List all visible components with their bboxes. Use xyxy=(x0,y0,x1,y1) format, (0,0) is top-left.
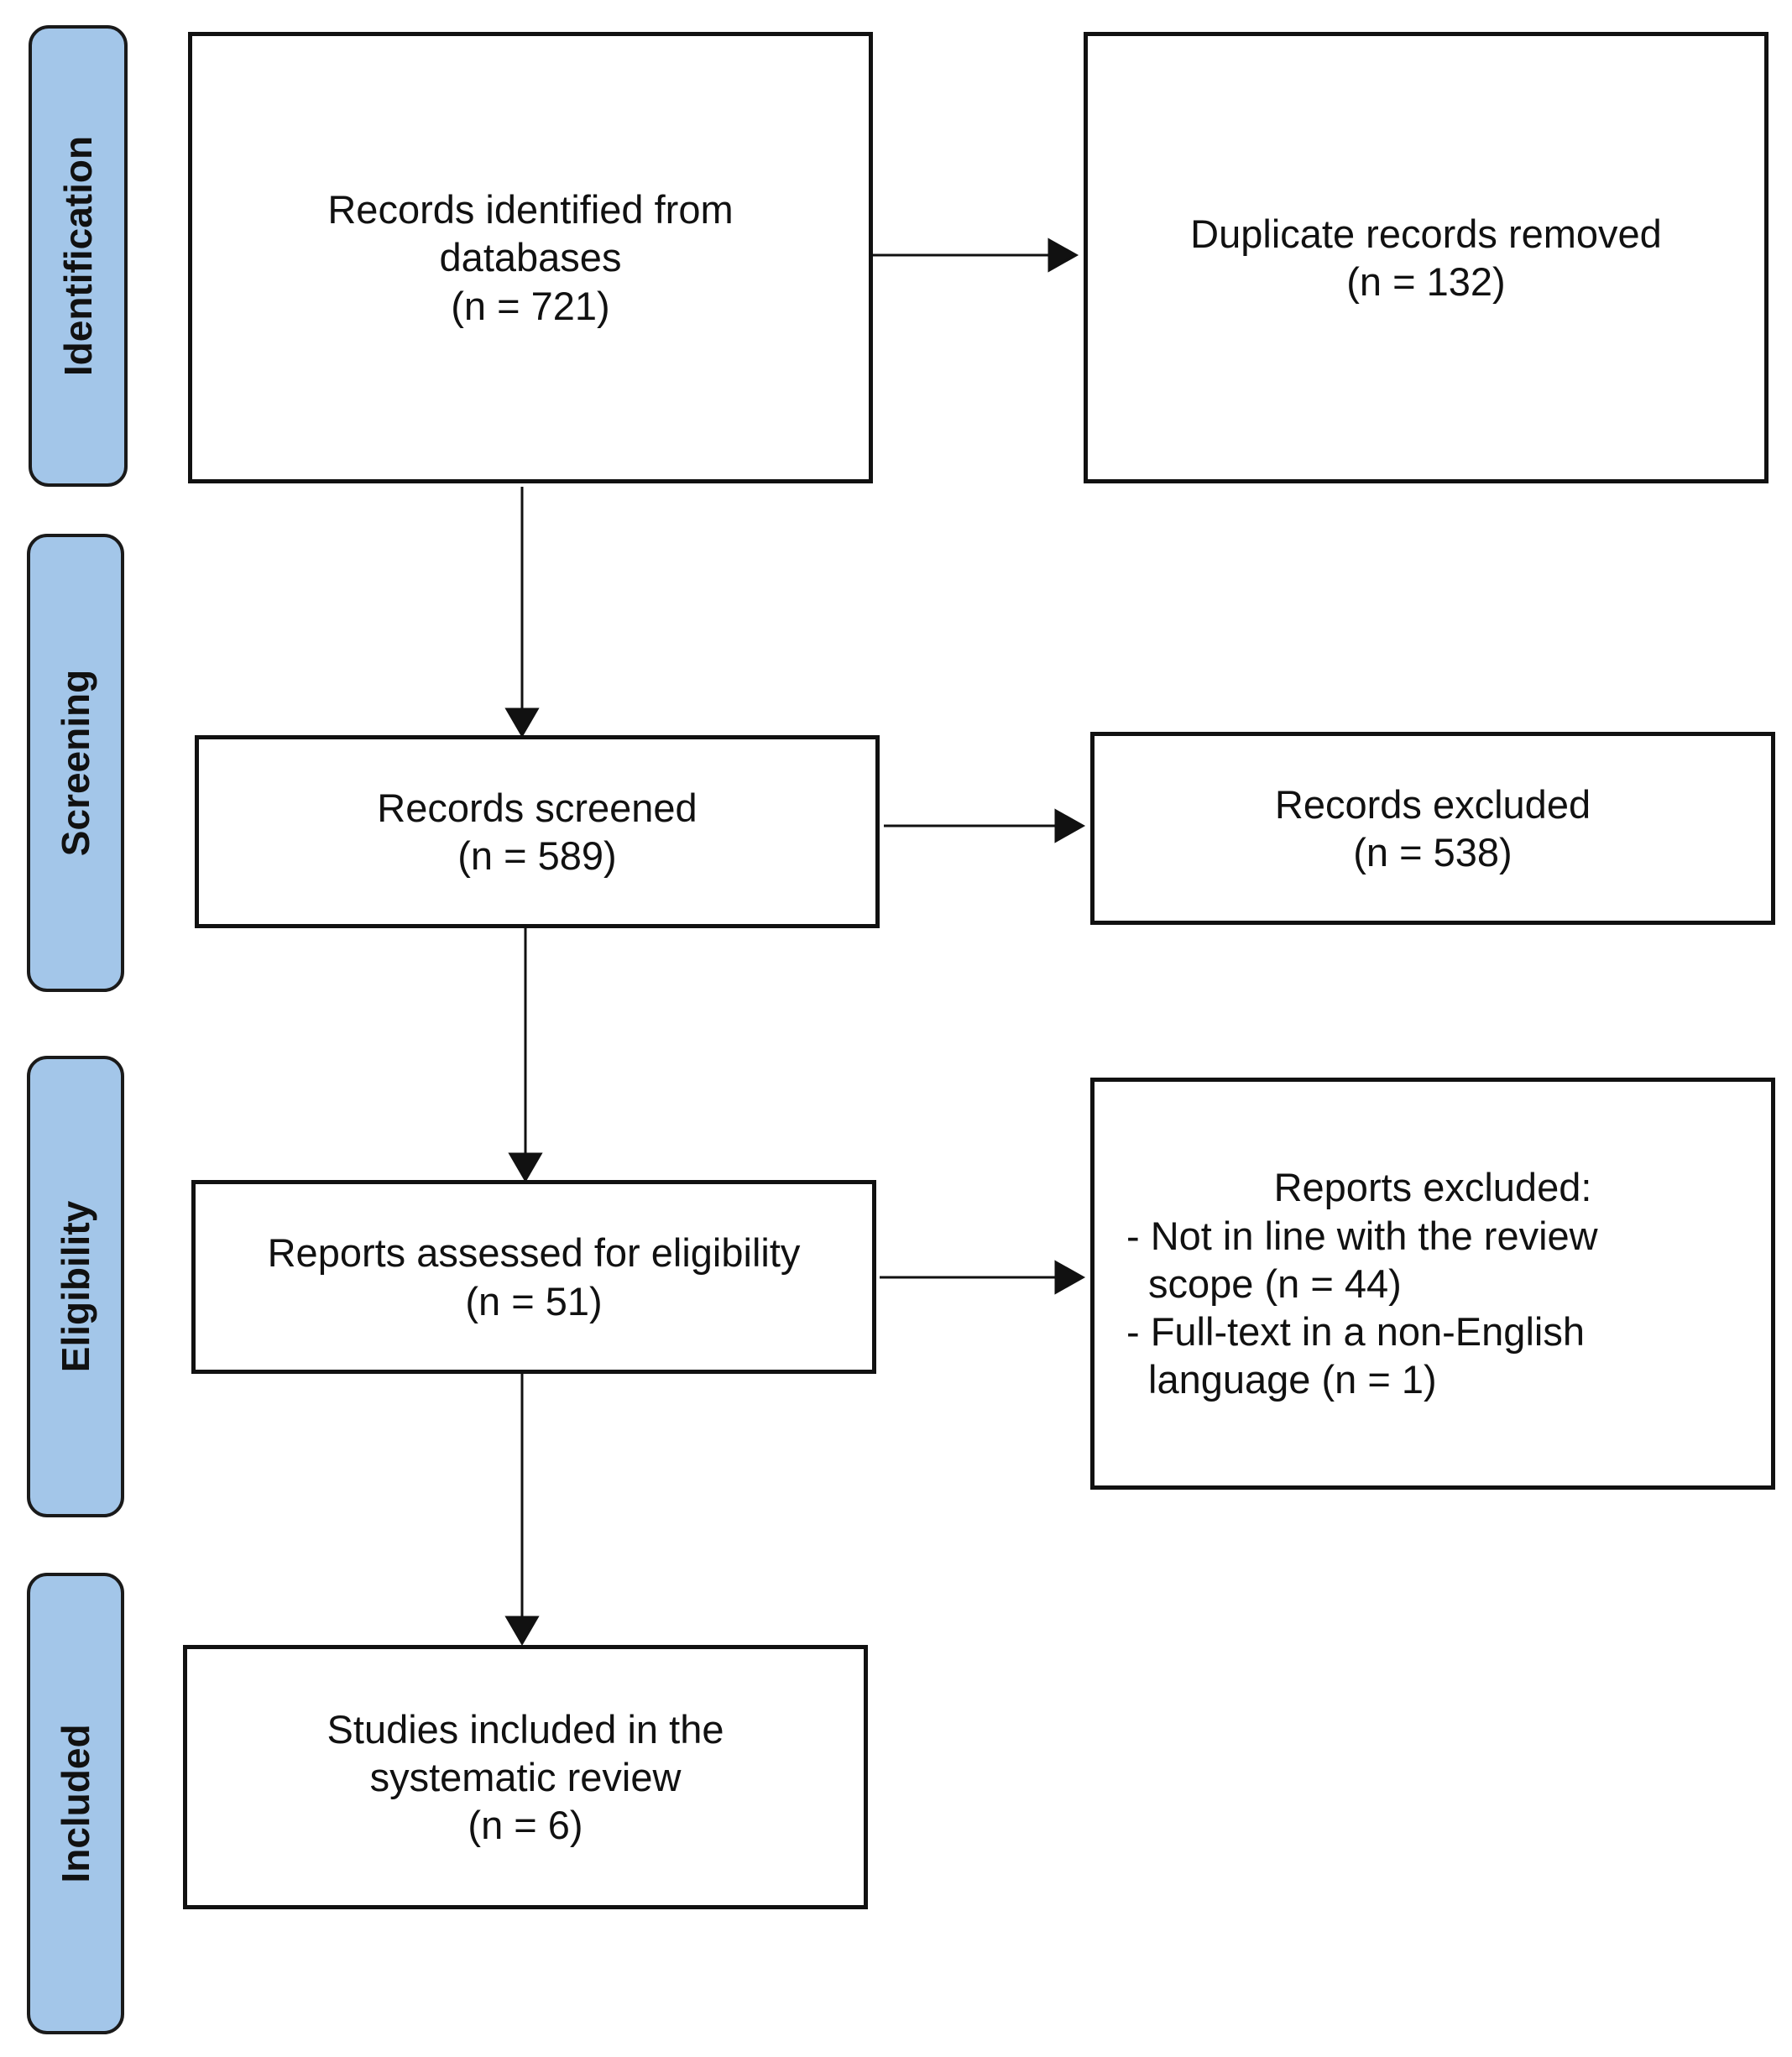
reports-assessed-line1: Reports assessed for eligibility xyxy=(267,1230,801,1276)
reports-excluded-reason1-line1: - Not in line with the review xyxy=(1126,1213,1598,1258)
duplicates-removed-box: Duplicate records removed (n = 132) xyxy=(1084,32,1768,483)
phase-eligibility: Eligibility xyxy=(27,1056,124,1517)
records-screened-count: (n = 589) xyxy=(457,833,617,878)
arrowhead-reports-excluded xyxy=(1054,1260,1086,1295)
records-excluded-count: (n = 538) xyxy=(1353,830,1512,874)
phase-identification: Identification xyxy=(29,25,128,487)
reports-excluded-reason2-line2: language (n = 1) xyxy=(1148,1357,1437,1402)
studies-included-line1: Studies included in the xyxy=(327,1706,724,1752)
reports-excluded-reason1-line2: scope (n = 44) xyxy=(1148,1261,1402,1306)
arrowhead-screened xyxy=(504,707,540,738)
reports-excluded-heading: Reports excluded: xyxy=(1273,1165,1592,1210)
records-identified-line1: Records identified from xyxy=(327,187,734,232)
studies-included-box: Studies included in the systematic revie… xyxy=(183,1645,868,1909)
duplicates-removed-line1: Duplicate records removed xyxy=(1190,211,1662,256)
records-excluded-box: Records excluded (n = 538) xyxy=(1090,732,1775,925)
records-excluded-line1: Records excluded xyxy=(1274,781,1591,827)
duplicates-removed-count: (n = 132) xyxy=(1346,259,1506,304)
records-identified-count: (n = 721) xyxy=(451,283,610,328)
reports-excluded-reason2-line1: - Full-text in a non-English xyxy=(1126,1309,1585,1355)
studies-included-count: (n = 6) xyxy=(468,1803,583,1848)
reports-excluded-box: Reports excluded: - Not in line with the… xyxy=(1090,1078,1775,1490)
arrowhead-excluded xyxy=(1054,808,1086,843)
arrowhead-assessed xyxy=(508,1152,543,1183)
arrowhead-duplicates xyxy=(1048,238,1079,273)
records-screened-line1: Records screened xyxy=(377,785,697,830)
phase-screening: Screening xyxy=(27,534,124,992)
studies-included-line2: systematic review xyxy=(369,1754,682,1799)
records-screened-box: Records screened (n = 589) xyxy=(195,735,880,928)
records-identified-box: Records identified from databases (n = 7… xyxy=(188,32,873,483)
arrowhead-included xyxy=(504,1616,540,1646)
reports-assessed-count: (n = 51) xyxy=(465,1278,603,1323)
records-identified-line2: databases xyxy=(439,235,622,280)
reports-assessed-box: Reports assessed for eligibility (n = 51… xyxy=(191,1180,876,1374)
phase-included: Included xyxy=(27,1573,124,2034)
